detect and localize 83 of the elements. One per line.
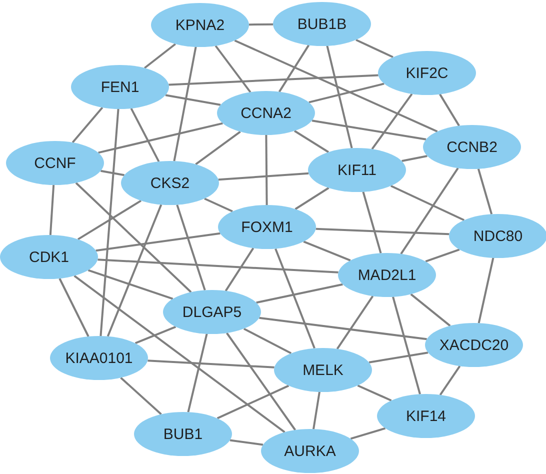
interaction-line (390, 185, 465, 221)
gene-node: XACDC20 (425, 323, 523, 367)
interaction-line (278, 44, 310, 92)
interaction-line (256, 283, 343, 304)
gene-node: FOXM1 (218, 205, 316, 249)
interaction-line (230, 439, 264, 446)
interaction-line (478, 258, 494, 324)
gene-node: FEN1 (71, 65, 169, 109)
gene-node: MAD2L1 (338, 253, 436, 297)
interaction-line (294, 130, 330, 153)
gene-node: BUB1B (273, 2, 371, 46)
interaction-line (106, 204, 162, 337)
interaction-line (316, 228, 450, 236)
interaction-line (400, 168, 459, 254)
interaction-line (371, 93, 413, 150)
interaction-line (243, 328, 292, 354)
interaction-line (168, 74, 378, 86)
gene-node: CKS2 (121, 161, 219, 205)
interaction-line (165, 94, 221, 106)
interaction-line (439, 366, 461, 396)
interaction-line (312, 120, 426, 140)
interaction-line (234, 40, 438, 132)
interaction-line (98, 122, 223, 154)
interaction-line (216, 384, 290, 420)
gene-node: MELK (274, 348, 372, 392)
gene-node: KIF11 (308, 148, 406, 192)
interaction-line (100, 170, 124, 176)
interaction-line (49, 184, 55, 236)
gene-node: CCNB2 (423, 125, 521, 169)
interaction-line (368, 352, 428, 364)
interaction-line (326, 46, 353, 148)
gene-node: KIF14 (377, 394, 475, 438)
interaction-line (265, 134, 268, 206)
gene-node: NDC80 (449, 214, 546, 258)
interaction-line (130, 108, 160, 162)
interaction-line (312, 392, 320, 430)
interaction-line (356, 39, 394, 58)
interaction-line (362, 192, 382, 254)
interaction-line (98, 258, 338, 274)
gene-node: CDK1 (0, 235, 98, 279)
interaction-line (77, 200, 142, 240)
interaction-line (357, 384, 392, 402)
interaction-line (336, 296, 374, 350)
gene-node: KIF2C (378, 51, 476, 95)
interaction-line (410, 293, 451, 327)
interaction-line (144, 43, 176, 69)
interaction-line (100, 108, 120, 336)
interaction-line (294, 187, 330, 210)
gene-node: KIAA0101 (50, 336, 148, 380)
interaction-line (226, 332, 296, 431)
interaction-line (88, 269, 174, 300)
gene-node: BUB1 (134, 412, 232, 456)
interaction-line (402, 155, 428, 162)
gene-node: DLGAP5 (163, 290, 261, 334)
interaction-line (218, 172, 309, 181)
interaction-line (303, 240, 351, 262)
interaction-line (72, 106, 104, 144)
interaction-line (148, 360, 274, 368)
interaction-line (75, 182, 192, 293)
interaction-line (477, 168, 493, 214)
interaction-line (96, 232, 220, 252)
gene-node: AURKA (261, 429, 359, 473)
interaction-line (187, 334, 208, 412)
gene-node: KPNA2 (151, 3, 249, 47)
interaction-line (74, 275, 286, 433)
interaction-line (308, 82, 384, 104)
gene-node: CCNF (6, 141, 104, 185)
interaction-line (204, 198, 233, 212)
gene-node: CCNA2 (217, 91, 315, 135)
interaction-line (274, 248, 316, 349)
interaction-line (58, 278, 90, 337)
interaction-line (425, 248, 460, 262)
interaction-line (173, 46, 197, 162)
interaction-line (214, 45, 252, 93)
interaction-line (392, 296, 421, 394)
interaction-line (350, 427, 386, 440)
interaction-line (134, 326, 176, 344)
interaction-line (120, 376, 162, 416)
interaction-line (176, 204, 206, 291)
interaction-line (439, 94, 460, 126)
interaction-line (259, 316, 427, 340)
interaction-line (195, 130, 241, 166)
interaction-line (249, 23, 273, 26)
